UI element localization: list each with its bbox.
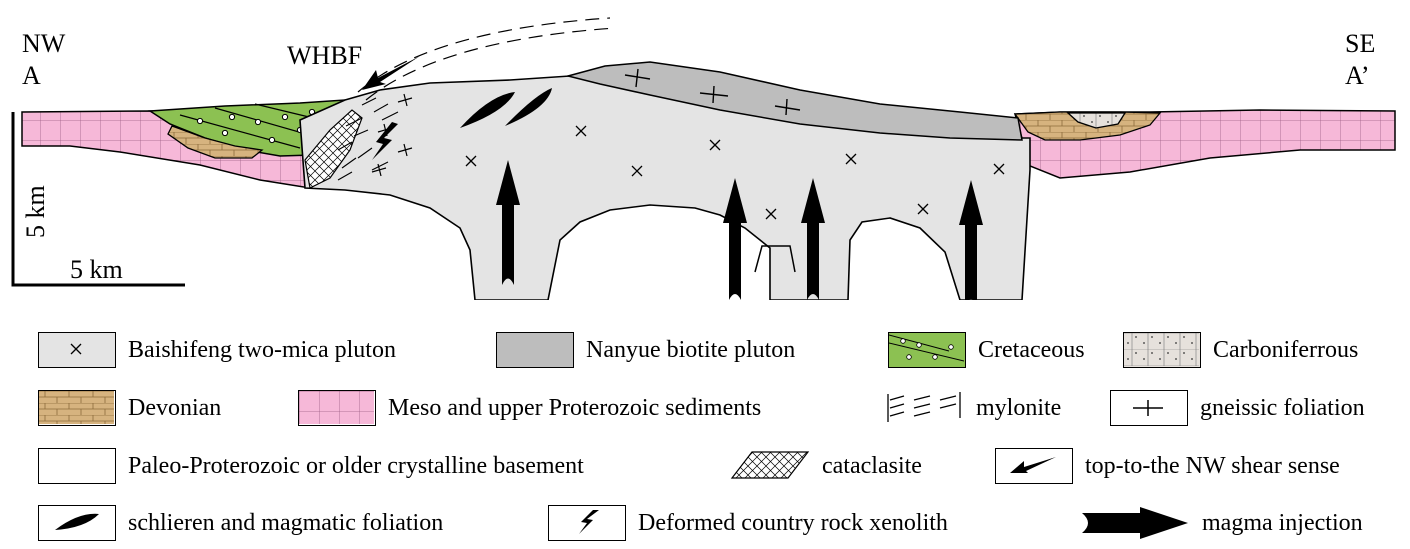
carboniferous-label: Carboniferrous bbox=[1213, 337, 1359, 363]
xenolith-label: Deformed country rock xenolith bbox=[638, 510, 948, 536]
legend-item-injection: magma injection bbox=[1080, 503, 1363, 543]
horizontal-scale-label: 5 km bbox=[70, 255, 123, 284]
magma-arrows bbox=[496, 160, 983, 300]
basement-label: Paleo-Proterozoic or older crystalline b… bbox=[128, 453, 584, 479]
legend-item-baishifeng: Baishifeng two-mica pluton bbox=[38, 330, 396, 370]
cretaceous-swatch bbox=[888, 332, 966, 368]
injection-arrow-icon bbox=[1080, 505, 1190, 541]
gneissic-swatch bbox=[1110, 390, 1188, 426]
shear-arrow bbox=[362, 56, 420, 90]
devonian-label: Devonian bbox=[128, 395, 222, 421]
xenolith-swatch bbox=[548, 505, 626, 541]
legend-row-1: Baishifeng two-mica pluton Nanyue biotit… bbox=[0, 330, 1410, 370]
mylonite-swatch bbox=[884, 390, 964, 426]
cross-section: NW A SE A’ WHBF 5 km 5 km bbox=[11, 17, 1396, 300]
schlieren-swatch bbox=[38, 505, 116, 541]
nanyue-label: Nanyue biotite pluton bbox=[586, 337, 796, 363]
baishifeng-swatch bbox=[38, 332, 116, 368]
basement-swatch bbox=[38, 448, 116, 484]
legend-item-cretaceous: Cretaceous bbox=[888, 330, 1085, 370]
legend-item-gneissic: gneissic foliation bbox=[1110, 388, 1365, 428]
injection-label: magma injection bbox=[1202, 510, 1363, 536]
vertical-scale-label: 5 km bbox=[21, 185, 50, 238]
gneissic-label: gneissic foliation bbox=[1200, 395, 1365, 421]
nw-point-label: A bbox=[22, 61, 41, 90]
shear-swatch bbox=[995, 448, 1073, 484]
legend-item-schlieren: schlieren and magmatic foliation bbox=[38, 503, 443, 543]
devonian-right bbox=[1013, 111, 1162, 141]
legend-item-basement: Paleo-Proterozoic or older crystalline b… bbox=[38, 446, 584, 486]
proterozoic-label: Meso and upper Proterozoic sediments bbox=[388, 395, 762, 421]
legend-row-2: Devonian Meso and upper Proterozoic sedi… bbox=[0, 388, 1410, 428]
schlieren-1 bbox=[460, 92, 515, 128]
scale-bar bbox=[11, 112, 185, 287]
legend-item-carboniferous: Carboniferrous bbox=[1123, 330, 1358, 370]
cataclasite-label: cataclasite bbox=[822, 453, 922, 479]
nanyue-pluton bbox=[565, 61, 1023, 141]
devonian-swatch bbox=[38, 390, 116, 426]
legend-row-4: schlieren and magmatic foliation Deforme… bbox=[0, 503, 1410, 543]
mylonite-fabric bbox=[337, 97, 399, 181]
cataclasite-zone bbox=[304, 109, 363, 189]
baishifeng-pluton bbox=[299, 75, 1031, 300]
mylonite-label: mylonite bbox=[976, 395, 1062, 421]
schlieren-label: schlieren and magmatic foliation bbox=[128, 510, 444, 536]
nw-direction-label: NW bbox=[22, 29, 66, 58]
schlieren-2 bbox=[505, 88, 552, 126]
xenolith bbox=[372, 122, 398, 160]
proterozoic-swatch bbox=[298, 390, 376, 426]
gneissic-crosses bbox=[371, 93, 413, 177]
legend-row-3: Paleo-Proterozoic or older crystalline b… bbox=[0, 446, 1410, 486]
shear-label: top-to-the NW shear sense bbox=[1085, 453, 1340, 479]
se-direction-label: SE bbox=[1345, 29, 1375, 58]
legend-item-proterozoic: Meso and upper Proterozoic sediments bbox=[298, 388, 761, 428]
legend-item-mylonite: mylonite bbox=[884, 388, 1061, 428]
legend-item-devonian: Devonian bbox=[38, 388, 221, 428]
legend-item-cataclasite: cataclasite bbox=[730, 446, 922, 486]
legend-item-xenolith: Deformed country rock xenolith bbox=[548, 503, 948, 543]
carboniferous-right bbox=[1066, 112, 1127, 129]
cretaceous-label: Cretaceous bbox=[978, 337, 1085, 363]
se-point-label: A’ bbox=[1345, 61, 1370, 90]
fault-label: WHBF bbox=[287, 41, 362, 70]
devonian-left bbox=[167, 125, 264, 159]
carboniferous-swatch bbox=[1123, 332, 1201, 368]
baishifeng-label: Baishifeng two-mica pluton bbox=[128, 337, 396, 363]
nanyue-swatch bbox=[496, 332, 574, 368]
cataclasite-swatch bbox=[730, 448, 810, 484]
legend-item-shear: top-to-the NW shear sense bbox=[995, 446, 1340, 486]
legend-item-nanyue: Nanyue biotite pluton bbox=[496, 330, 795, 370]
